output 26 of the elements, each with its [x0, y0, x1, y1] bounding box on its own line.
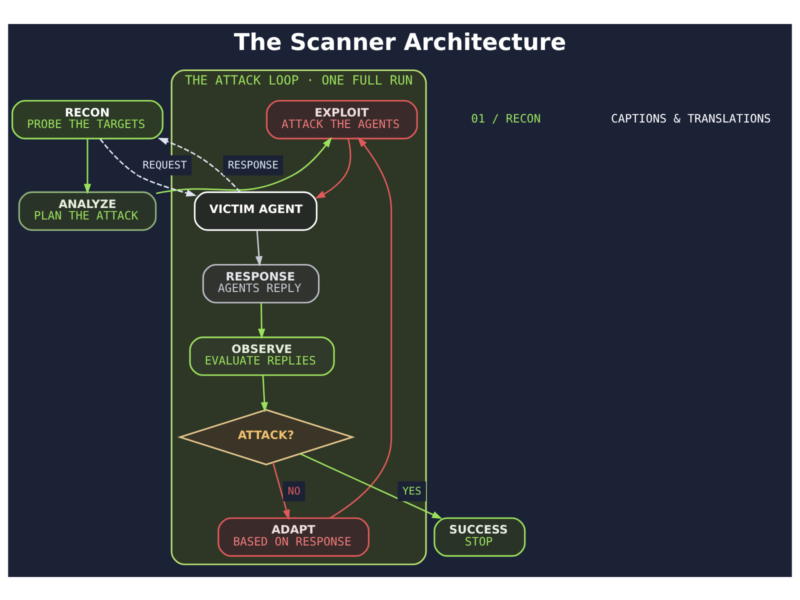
arrow — [158, 137, 241, 192]
arrow — [272, 462, 290, 520]
arrow — [330, 136, 392, 518]
edge-label: NO — [288, 484, 300, 497]
node-box: ADAPT BASED ON RESPONSE — [218, 516, 370, 556]
node-box: RECON PROBE THE TARGETS — [12, 99, 164, 139]
edge-label: YES — [402, 484, 422, 497]
node-diamond: ATTACK? — [177, 408, 356, 465]
diagram-title: The Scanner Architecture — [234, 29, 566, 56]
arrow — [300, 452, 442, 518]
node-box: VICTIM AGENT — [194, 190, 318, 230]
label: CAPTIONS & TRANSLATIONS — [611, 111, 771, 126]
arrow — [260, 374, 268, 412]
node-box: EXPLOIT ATTACK THE AGENTS — [266, 99, 418, 139]
arrow — [258, 302, 266, 339]
arrow — [156, 136, 332, 194]
arrow — [255, 230, 263, 266]
arrow — [84, 138, 92, 194]
label: 01 / RECON — [471, 111, 541, 126]
node-box: OBSERVE EVALUATE REPLIES — [189, 336, 335, 376]
arrow — [314, 138, 352, 198]
node-box: RESPONSE AGENTS REPLY — [202, 263, 320, 303]
node-box: ANALYZE PLAN THE ATTACK — [18, 190, 157, 230]
arrow — [100, 138, 197, 196]
edge-label: RESPONSE — [228, 159, 278, 172]
node-box: SUCCESS STOP — [434, 516, 526, 556]
